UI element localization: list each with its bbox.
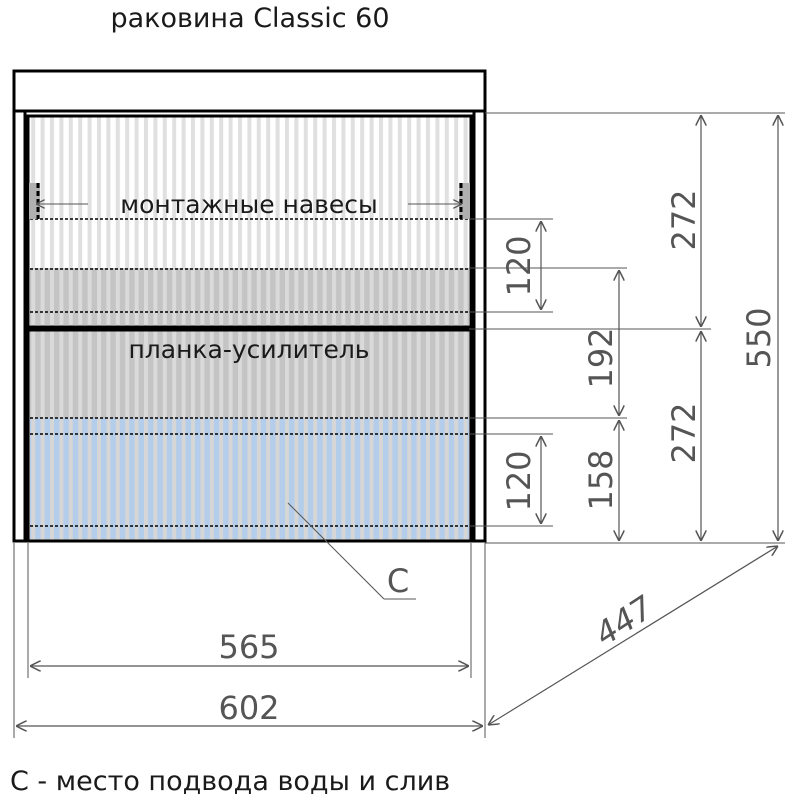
connection-zone [30, 418, 469, 539]
connection-leader [287, 502, 385, 600]
dimension-lines [16, 115, 778, 726]
dim-upper-drawer: 272 [665, 189, 703, 250]
dim-lower-zone: 120 [500, 450, 538, 511]
dim-bottom-offset: 158 [582, 449, 620, 510]
extension-lines [13, 112, 785, 738]
dim-middle-offset: 192 [582, 327, 620, 388]
hinge-right [459, 183, 470, 219]
dim-depth: 447 [588, 588, 660, 653]
reinforcement-bar-label: планка-усилитель [128, 335, 369, 364]
connection-marker: C [387, 562, 409, 600]
left-side-panel [12, 109, 27, 543]
upper-drawer [26, 114, 473, 329]
hinge-left [29, 183, 40, 219]
right-side-panel [472, 109, 487, 543]
legend-text: C - место подвода воды и слив [10, 766, 450, 797]
drawing-title: раковина Classic 60 [110, 3, 389, 34]
dim-upper-zone: 120 [500, 235, 538, 296]
dim-lower-drawer: 272 [665, 402, 703, 463]
dim-outer-width: 602 [218, 689, 279, 727]
dim-inner-width: 565 [218, 628, 279, 666]
hinges-label: монтажные навесы [120, 190, 378, 219]
lower-drawer [26, 328, 473, 543]
sink-top [12, 69, 487, 113]
dim-total-height: 550 [740, 307, 778, 368]
